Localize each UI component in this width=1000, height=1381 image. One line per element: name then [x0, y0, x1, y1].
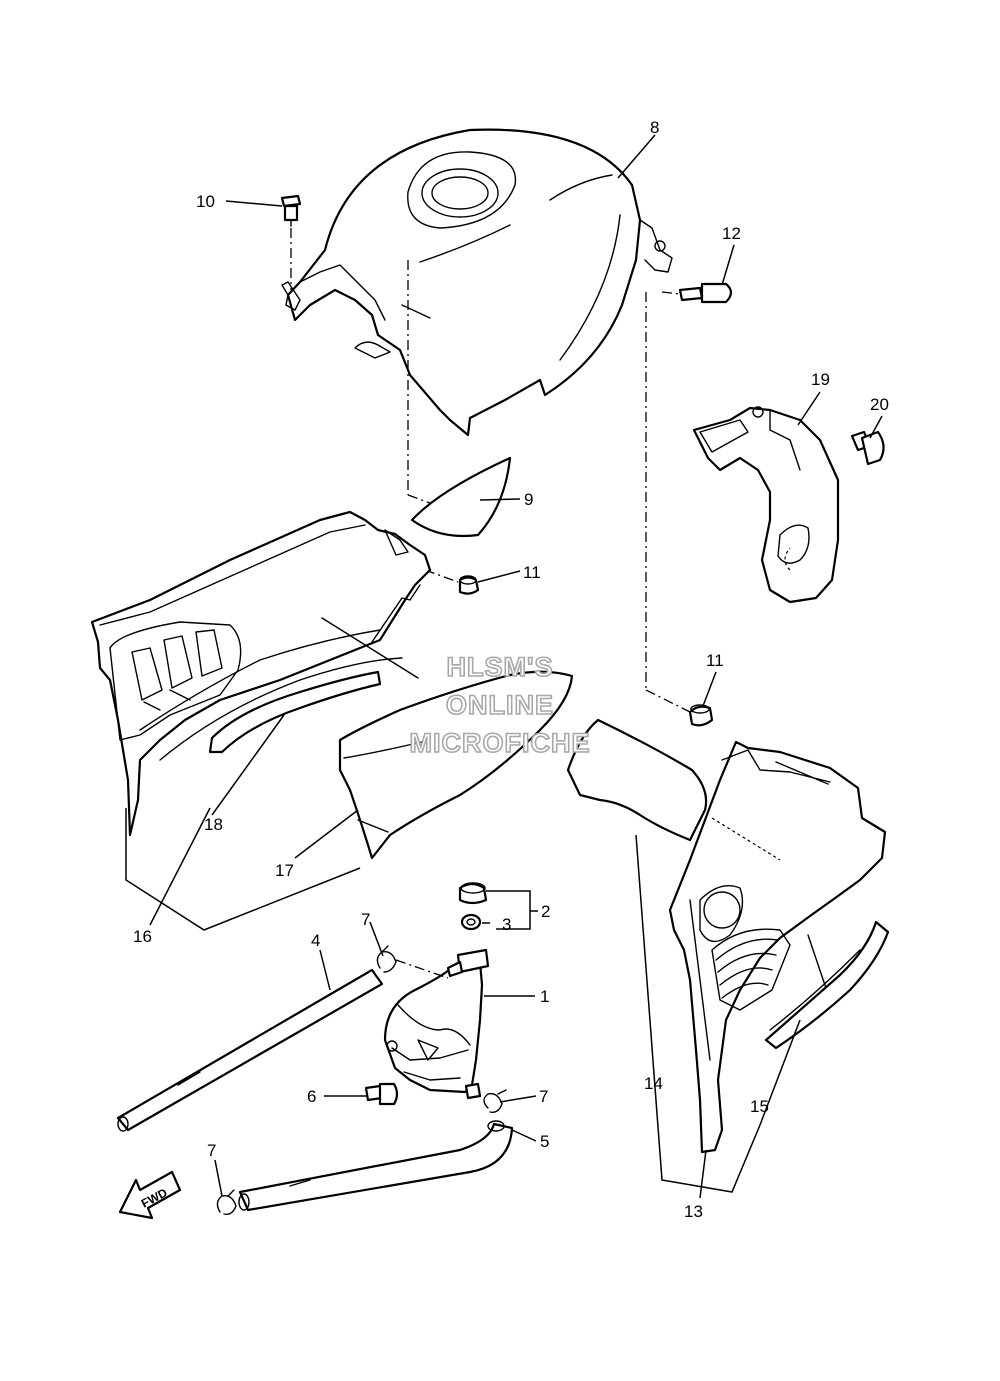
pad-9-part[interactable]: [410, 456, 512, 538]
watermark: HLSM'S ONLINE MICROFICHE: [409, 651, 591, 759]
bolt-6-part[interactable]: [364, 1082, 399, 1106]
tank-cover-part[interactable]: [281, 128, 673, 437]
fwd-arrow-icon: FWD: [118, 1170, 182, 1220]
callout-9: 9: [524, 490, 533, 509]
grommet-11-right-part[interactable]: [688, 704, 714, 727]
callout-5: 5: [540, 1132, 549, 1151]
callout-6: 6: [307, 1087, 316, 1106]
leader-lines: [125, 134, 883, 1199]
callout-labels: 8 10 12 19 20 9 11 11 2 3 1 4 7 6 7 5 7 …: [133, 118, 889, 1221]
callout-2: 2: [541, 902, 550, 921]
callout-3: 3: [502, 915, 511, 934]
callout-7-upper: 7: [361, 910, 370, 929]
hose-5-part[interactable]: [238, 1120, 514, 1212]
callout-1: 1: [540, 987, 549, 1006]
clip-7-right-part[interactable]: [483, 1089, 507, 1114]
clip-7-left-part[interactable]: [216, 1189, 237, 1216]
strip-15-part[interactable]: [764, 920, 890, 1050]
side-cover-right-part[interactable]: [566, 718, 887, 1154]
watermark-line-1: HLSM'S: [447, 652, 554, 682]
bolt-12-part[interactable]: [678, 282, 733, 304]
callout-10: 10: [196, 192, 215, 211]
bolt-10-part[interactable]: [280, 194, 302, 227]
bolt-20-part[interactable]: [850, 430, 885, 466]
callout-13: 13: [684, 1202, 703, 1221]
callout-14: 14: [644, 1074, 663, 1093]
callout-17: 17: [275, 861, 294, 880]
side-cover-left-part[interactable]: [90, 510, 432, 837]
clip-7-upper-part[interactable]: [376, 945, 397, 973]
callout-19: 19: [811, 370, 830, 389]
callout-4: 4: [311, 931, 320, 950]
reservoir-tank-part[interactable]: [383, 948, 490, 1100]
callout-12: 12: [722, 224, 741, 243]
callout-20: 20: [870, 395, 889, 414]
callout-15: 15: [750, 1097, 769, 1116]
washer-3-part[interactable]: [460, 913, 482, 931]
strip-18-part[interactable]: [208, 670, 382, 754]
callout-7-left: 7: [207, 1141, 216, 1160]
watermark-line-3: MICROFICHE: [410, 728, 591, 758]
cap-2-part[interactable]: [458, 882, 488, 905]
callout-11-left: 11: [523, 563, 541, 582]
air-duct-19-part[interactable]: [692, 406, 840, 604]
callout-11-right: 11: [706, 651, 724, 670]
hose-4-part[interactable]: [116, 968, 384, 1132]
callout-7-right: 7: [539, 1087, 548, 1106]
callout-8: 8: [650, 118, 659, 137]
callout-16: 16: [133, 927, 152, 946]
watermark-line-2: ONLINE: [446, 690, 554, 720]
callout-18: 18: [204, 815, 223, 834]
cover-17-part[interactable]: [338, 670, 574, 860]
grommet-11-left-part[interactable]: [458, 575, 480, 595]
